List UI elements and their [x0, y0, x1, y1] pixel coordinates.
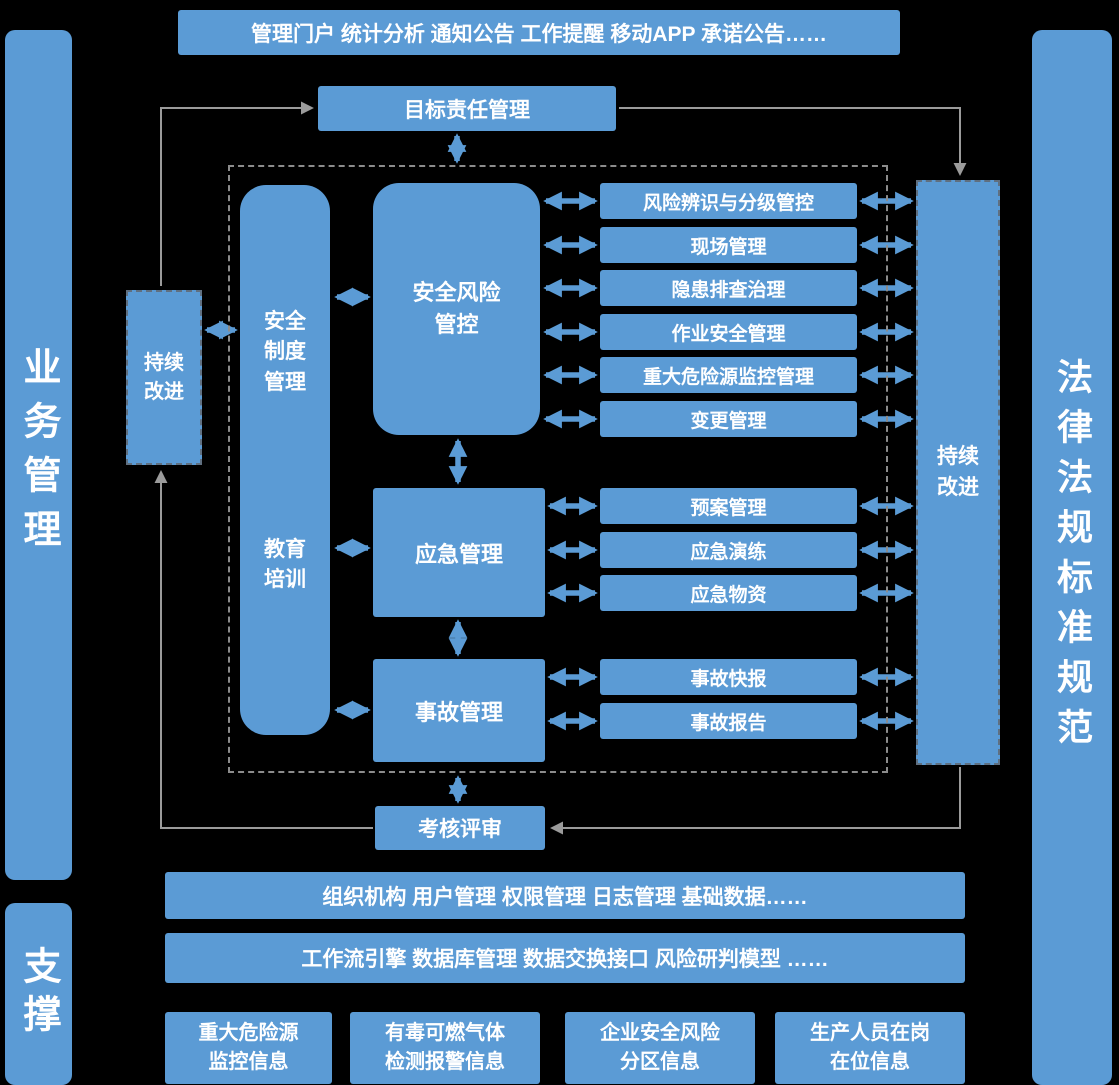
- safety-risk-control-box: 安全风险 管控: [373, 183, 540, 435]
- continuous-improvement-right: 持续 改进: [916, 180, 1000, 765]
- accident-item: 事故报告: [600, 703, 857, 739]
- support-rail: 支撑: [5, 903, 72, 1085]
- risk-item: 作业安全管理: [600, 314, 857, 350]
- law-regulation-rail: 法律法规标准规范: [1032, 30, 1112, 1085]
- education-training-label: 教育 培训: [264, 538, 306, 592]
- accident-item: 事故快报: [600, 659, 857, 695]
- risk-item: 风险辨识与分级管控: [600, 183, 857, 219]
- emergency-item: 应急演练: [600, 532, 857, 568]
- goal-responsibility-box: 目标责任管理: [318, 86, 616, 131]
- loop-right-improve-to-review: [550, 767, 961, 835]
- risk-item: 隐患排查治理: [600, 270, 857, 306]
- source-box-gas-alarm: 有毒可燃气体 检测报警信息: [350, 1012, 540, 1084]
- platform-bar-2: 工作流引擎 数据库管理 数据交换接口 风险研判模型 ……: [165, 933, 965, 983]
- safety-system-label: 安全 制度 管理: [264, 310, 306, 394]
- emergency-management-box: 应急管理: [373, 488, 545, 617]
- core-process-frame: [228, 165, 888, 773]
- risk-item: 变更管理: [600, 401, 857, 437]
- source-box-major-hazard: 重大危险源 监控信息: [165, 1012, 332, 1084]
- risk-item: 重大危险源监控管理: [600, 357, 857, 393]
- accident-management-box: 事故管理: [373, 659, 545, 762]
- continuous-improvement-left: 持续 改进: [126, 290, 202, 465]
- platform-bar-1: 组织机构 用户管理 权限管理 日志管理 基础数据……: [165, 872, 965, 919]
- safety-system-box: 安全 制度 管理 教育 培训: [240, 185, 330, 735]
- assessment-review-box: 考核评审: [375, 806, 545, 850]
- portal-bar: 管理门户 统计分析 通知公告 工作提醒 移动APP 承诺公告……: [178, 10, 900, 55]
- business-management-rail: 业务管理: [5, 30, 72, 880]
- emergency-item: 预案管理: [600, 488, 857, 524]
- source-box-personnel: 生产人员在岗 在位信息: [775, 1012, 965, 1084]
- emergency-item: 应急物资: [600, 575, 857, 611]
- source-box-risk-zone: 企业安全风险 分区信息: [565, 1012, 755, 1084]
- risk-item: 现场管理: [600, 227, 857, 263]
